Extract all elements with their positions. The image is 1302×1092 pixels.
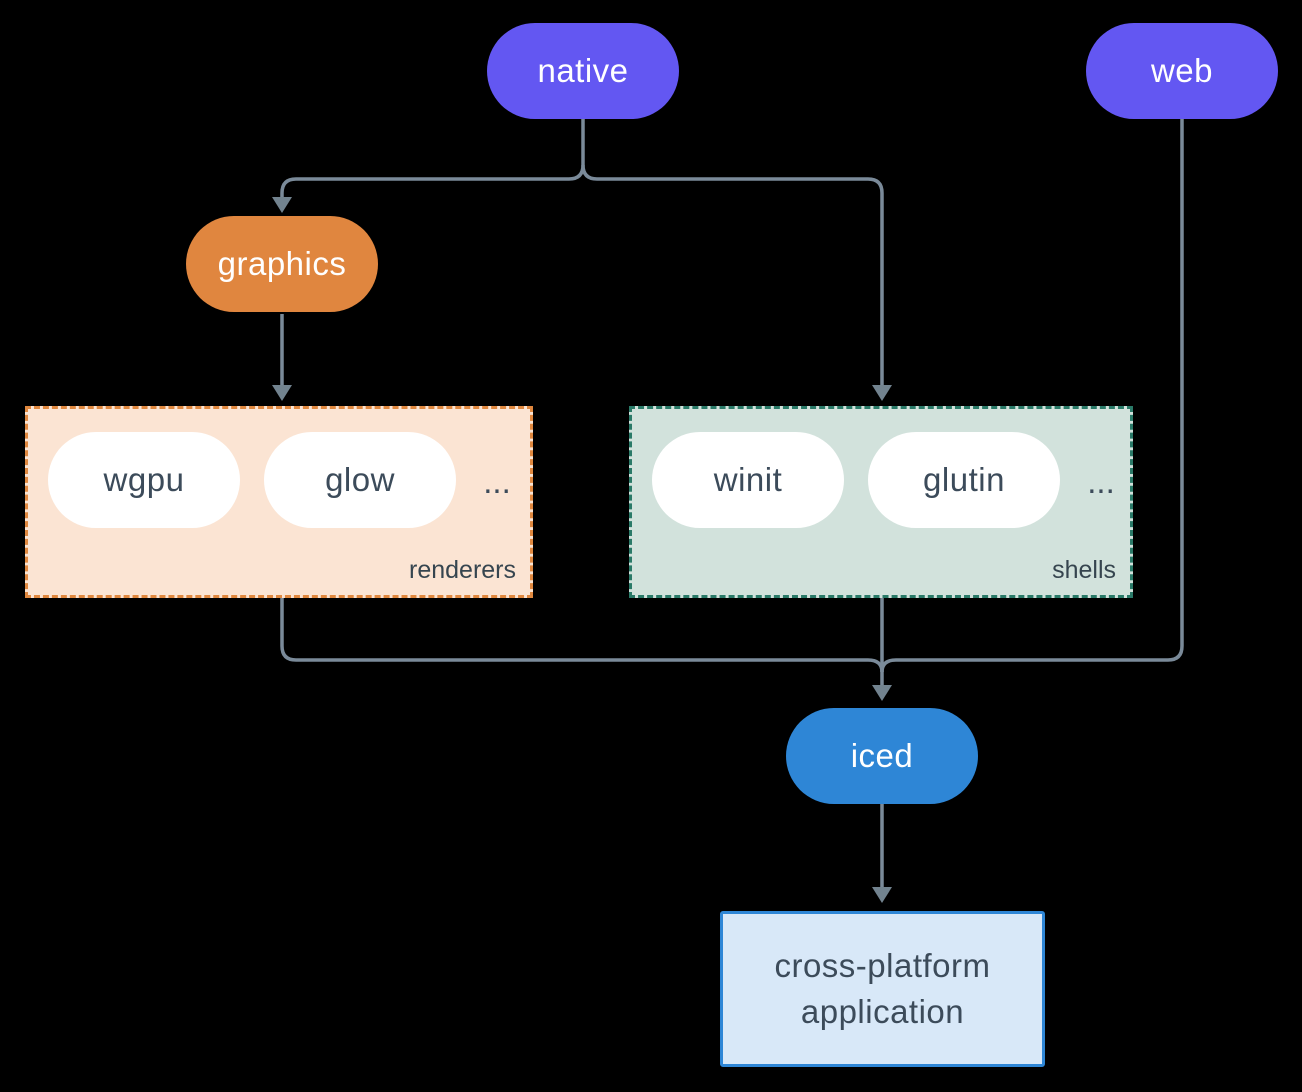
node-winit-label: winit bbox=[713, 461, 783, 498]
node-graphics: graphics bbox=[186, 216, 378, 312]
edge-renderers-to-iced bbox=[280, 598, 884, 673]
application-label-line1: cross-platform bbox=[774, 947, 991, 984]
renderers-ellipsis: ... bbox=[483, 463, 511, 500]
node-wgpu: wgpu bbox=[48, 432, 240, 528]
node-wgpu-label: wgpu bbox=[103, 461, 185, 498]
node-iced-label: iced bbox=[850, 737, 914, 774]
shells-ellipsis: ... bbox=[1087, 463, 1115, 500]
node-native-label: native bbox=[537, 52, 629, 89]
group-renderers: wgpu glow ... renderers bbox=[25, 406, 533, 598]
edge-native-to-graphics bbox=[280, 119, 585, 198]
node-winit: winit bbox=[652, 432, 844, 528]
node-cross-platform-application: cross-platform application bbox=[720, 911, 1045, 1067]
arrowhead-into-shells bbox=[872, 385, 892, 401]
node-glutin-label: glutin bbox=[923, 461, 1005, 498]
node-graphics-label: graphics bbox=[217, 245, 347, 282]
node-native: native bbox=[487, 23, 679, 119]
node-web: web bbox=[1086, 23, 1278, 119]
arrowhead-into-iced bbox=[872, 685, 892, 701]
renderers-group-label: renderers bbox=[409, 556, 516, 584]
node-glutin: glutin bbox=[868, 432, 1060, 528]
node-glow: glow bbox=[264, 432, 456, 528]
group-shells: winit glutin ... shells bbox=[629, 406, 1133, 598]
node-web-label: web bbox=[1150, 52, 1214, 89]
edge-native-to-shells bbox=[581, 164, 884, 386]
application-label-line2: application bbox=[800, 993, 965, 1030]
shells-group-label: shells bbox=[1052, 556, 1116, 584]
arrowhead-into-renderers bbox=[272, 385, 292, 401]
arrowhead-into-graphics bbox=[272, 197, 292, 213]
node-glow-label: glow bbox=[325, 461, 395, 498]
arrowhead-into-application bbox=[872, 887, 892, 903]
node-iced: iced bbox=[786, 708, 978, 804]
